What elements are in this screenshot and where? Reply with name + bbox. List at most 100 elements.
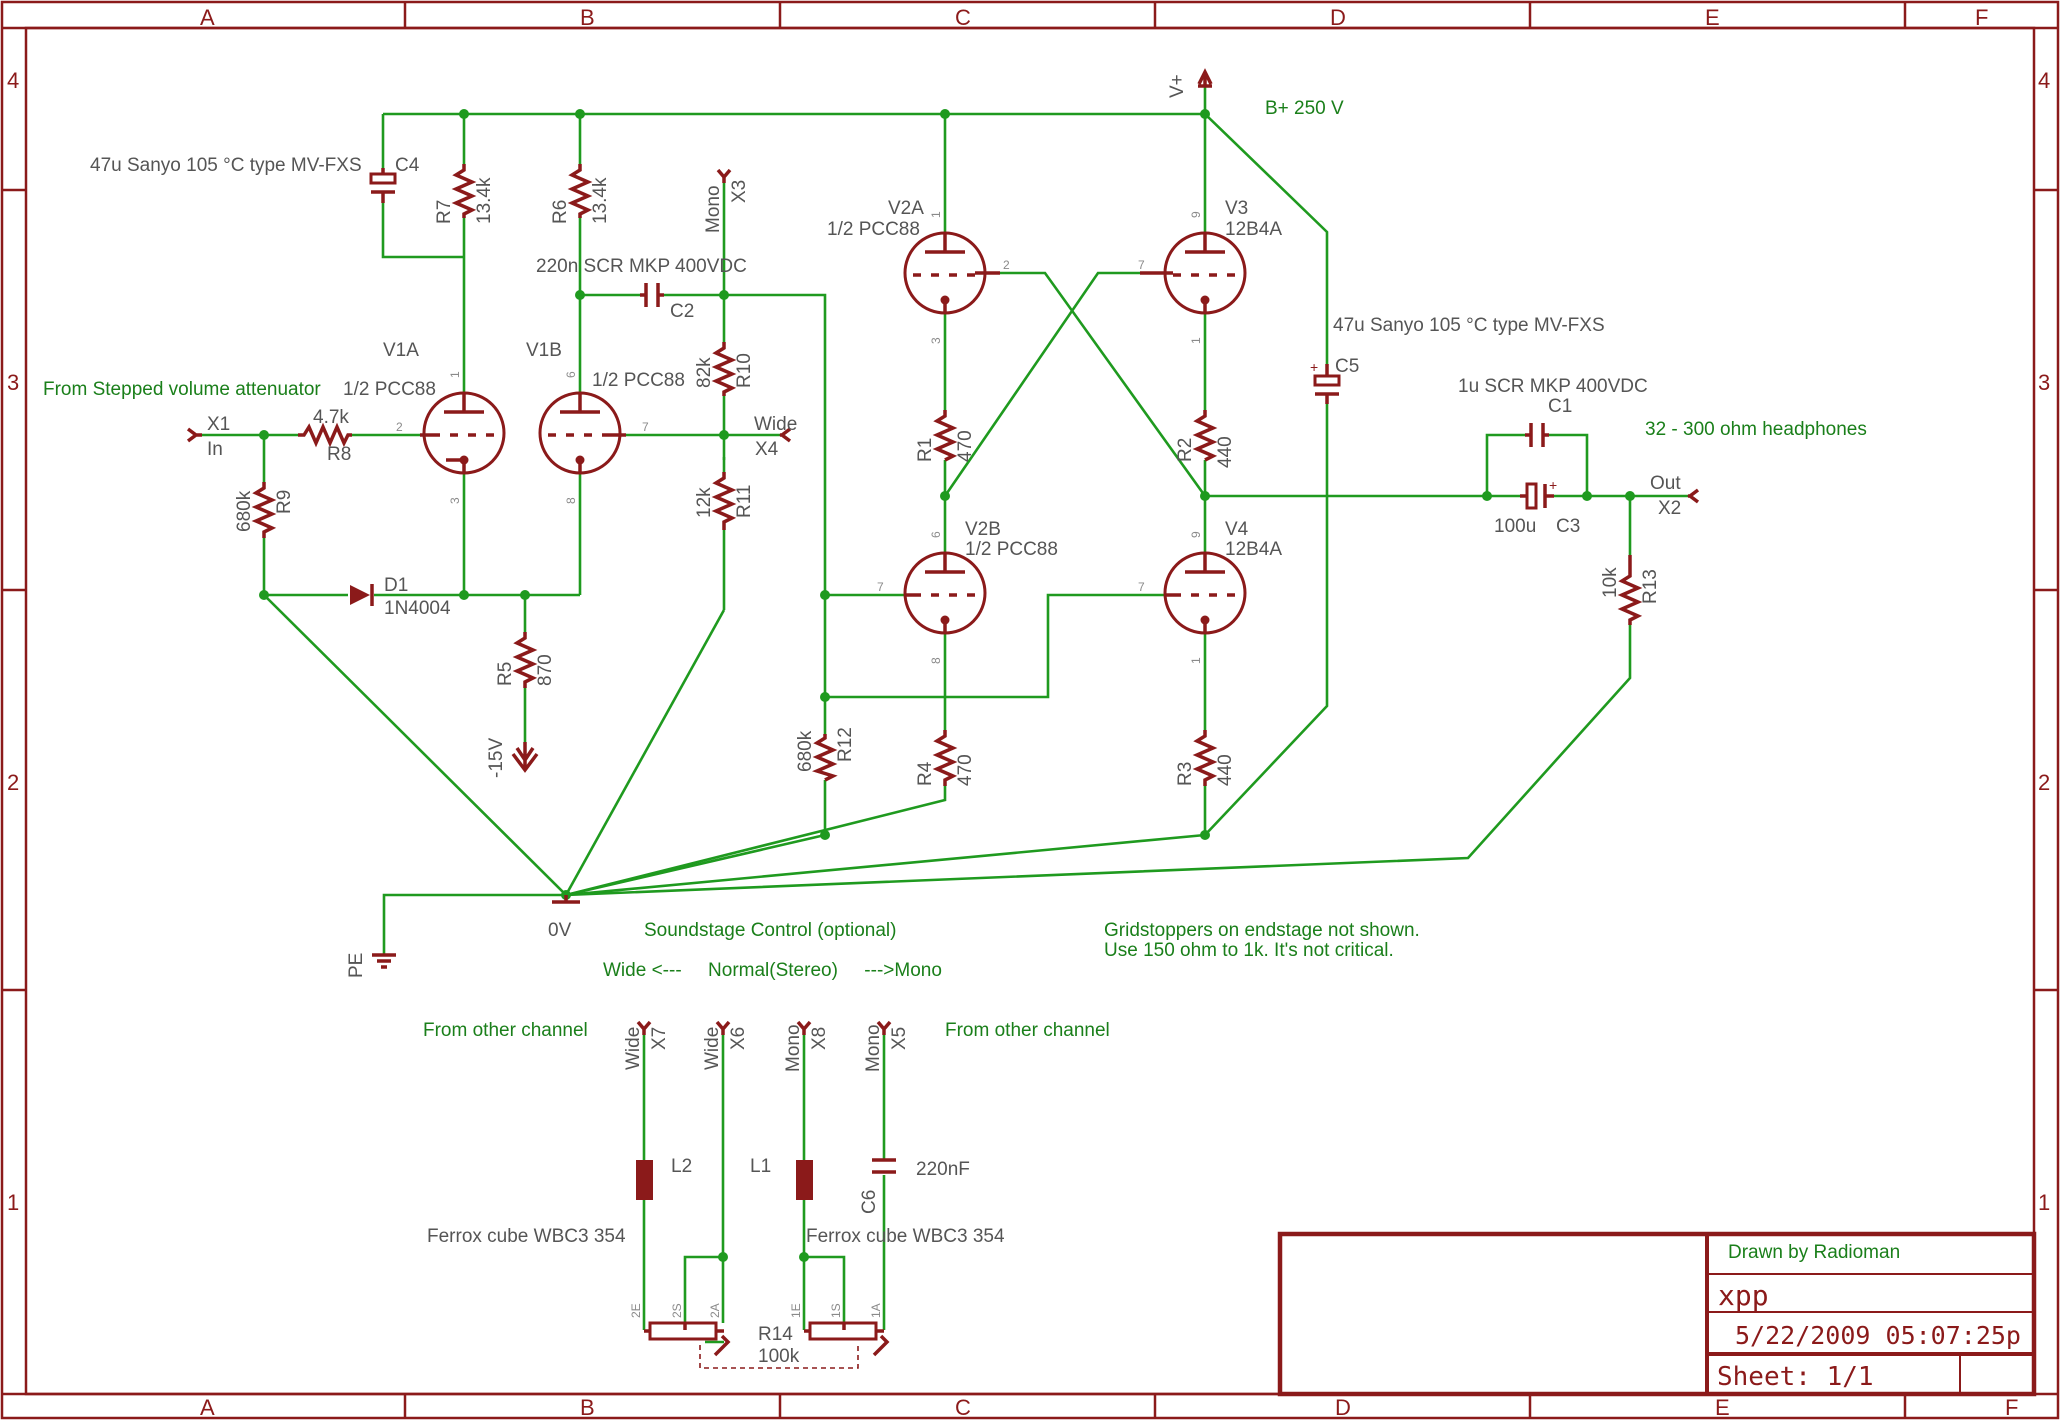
x7-label: Wide — [623, 1027, 644, 1070]
col-label: E — [1705, 5, 1720, 30]
resistor-r10 — [711, 342, 737, 396]
l2-name: L2 — [671, 1156, 692, 1177]
junction-dot — [459, 109, 469, 119]
r11-name: R11 — [734, 485, 755, 518]
pin-number: 8 — [564, 497, 578, 504]
v1b-value: 1/2 PCC88 — [592, 370, 685, 391]
pin-number: 1 — [1189, 337, 1203, 344]
r7-value: 13.4k — [474, 177, 495, 224]
junction-dot — [520, 590, 530, 600]
junction-dot — [575, 109, 585, 119]
r2-value: 440 — [1215, 436, 1236, 468]
vplus-label: V+ — [1167, 74, 1188, 98]
c4-description: 47u Sanyo 105 °C type MV-FXS — [90, 155, 362, 176]
row-label: 1 — [2038, 1190, 2050, 1215]
resistors — [251, 164, 1643, 786]
resistor-r11 — [711, 472, 737, 530]
x8-label: Mono — [783, 1024, 804, 1072]
note-headphones: 32 - 300 ohm headphones — [1645, 419, 1867, 440]
c2-description: 220n SCR MKP 400VDC — [536, 256, 747, 277]
r2-name: R2 — [1175, 438, 1196, 462]
row-label: 1 — [7, 1190, 19, 1215]
resistor-r4 — [932, 730, 958, 786]
pin-number: 9 — [1189, 211, 1203, 218]
note-bplus: B+ 250 V — [1265, 98, 1344, 119]
drawing-name: xpp — [1718, 1279, 1769, 1312]
v1b-name: V1B — [526, 340, 562, 361]
v2b-name: V2B — [965, 519, 1001, 540]
c5-name: C5 — [1335, 356, 1359, 377]
c2-name: C2 — [670, 301, 694, 322]
x3-label: Mono — [703, 185, 724, 233]
pin-number: 3 — [929, 337, 943, 344]
r13-value: 10k — [1600, 567, 1621, 598]
col-label: D — [1335, 1395, 1351, 1420]
x5-label: Mono — [863, 1024, 884, 1072]
r5-value: 870 — [535, 654, 556, 686]
tube-v3 — [1140, 231, 1247, 315]
l1-name: L1 — [750, 1156, 771, 1177]
resistor-r6 — [567, 164, 593, 218]
pin-number: 7 — [1138, 580, 1145, 594]
row-label: 4 — [7, 68, 19, 93]
r8-name: R8 — [327, 444, 351, 465]
resistor-r13 — [1617, 570, 1643, 625]
pin-number: 3 — [448, 497, 462, 504]
tube-v1b — [538, 391, 626, 475]
col-label: D — [1330, 5, 1346, 30]
pin-number: 2 — [396, 420, 403, 434]
resistor-r8 — [298, 422, 352, 448]
junction-dot — [259, 430, 269, 440]
r13-name: R13 — [1640, 569, 1661, 604]
r9-name: R9 — [274, 490, 295, 514]
neg15v-label: -15V — [486, 738, 507, 778]
note-soundstage: Soundstage Control (optional) — [644, 920, 896, 941]
tube-v4 — [1163, 551, 1247, 635]
tube-v1a — [420, 391, 506, 475]
tube-v2a — [903, 231, 1000, 315]
resistor-r3 — [1192, 730, 1218, 786]
c1-description: 1u SCR MKP 400VDC — [1458, 376, 1648, 397]
capacitor-c3: + — [1520, 477, 1557, 510]
r9-value: 680k — [234, 490, 255, 532]
row-label: 2 — [2038, 770, 2050, 795]
row-label: 3 — [2038, 370, 2050, 395]
x8-name: X8 — [809, 1027, 830, 1050]
pin-number: 7 — [642, 420, 649, 434]
v2a-value: 1/2 PCC88 — [827, 219, 920, 240]
junction-dot — [259, 590, 269, 600]
plus-mark: + — [1310, 359, 1318, 375]
col-label: B — [580, 5, 595, 30]
x1-name: X1 — [207, 414, 230, 435]
resistor-r9 — [251, 482, 277, 538]
x5-name: X5 — [889, 1027, 910, 1050]
pin-number: 1 — [1189, 657, 1203, 664]
col-label: E — [1715, 1395, 1730, 1420]
col-label: C — [955, 5, 971, 30]
connector-ends — [186, 168, 1700, 1035]
pin-number: 1A — [869, 1303, 883, 1318]
v1a-name: V1A — [383, 340, 419, 361]
junction-dot — [1200, 491, 1210, 501]
r5-name: R5 — [495, 662, 516, 686]
sheet-number: Sheet: 1/1 — [1717, 1362, 1874, 1392]
zero-v-label: 0V — [548, 920, 572, 941]
x6-name: X6 — [728, 1027, 749, 1050]
v3-name: V3 — [1225, 198, 1248, 219]
resistor-r2 — [1192, 410, 1218, 462]
c6-name: C6 — [859, 1190, 880, 1214]
drawing-date: 5/22/2009 05:07:25p — [1735, 1321, 2021, 1350]
pin-number: 2S — [670, 1303, 684, 1318]
pin-number: 1 — [929, 211, 943, 218]
v1a-value: 1/2 PCC88 — [343, 379, 436, 400]
junction-dot — [1200, 109, 1210, 119]
pin-number: 2 — [1003, 258, 1010, 272]
r4-name: R4 — [915, 761, 936, 786]
pin-number: 9 — [1189, 531, 1203, 538]
c4-name: C4 — [395, 155, 420, 176]
pin-number: 6 — [929, 531, 943, 538]
note-from-other-left: From other channel — [423, 1020, 588, 1041]
d1-value: 1N4004 — [384, 598, 451, 619]
junction-dot — [719, 430, 729, 440]
